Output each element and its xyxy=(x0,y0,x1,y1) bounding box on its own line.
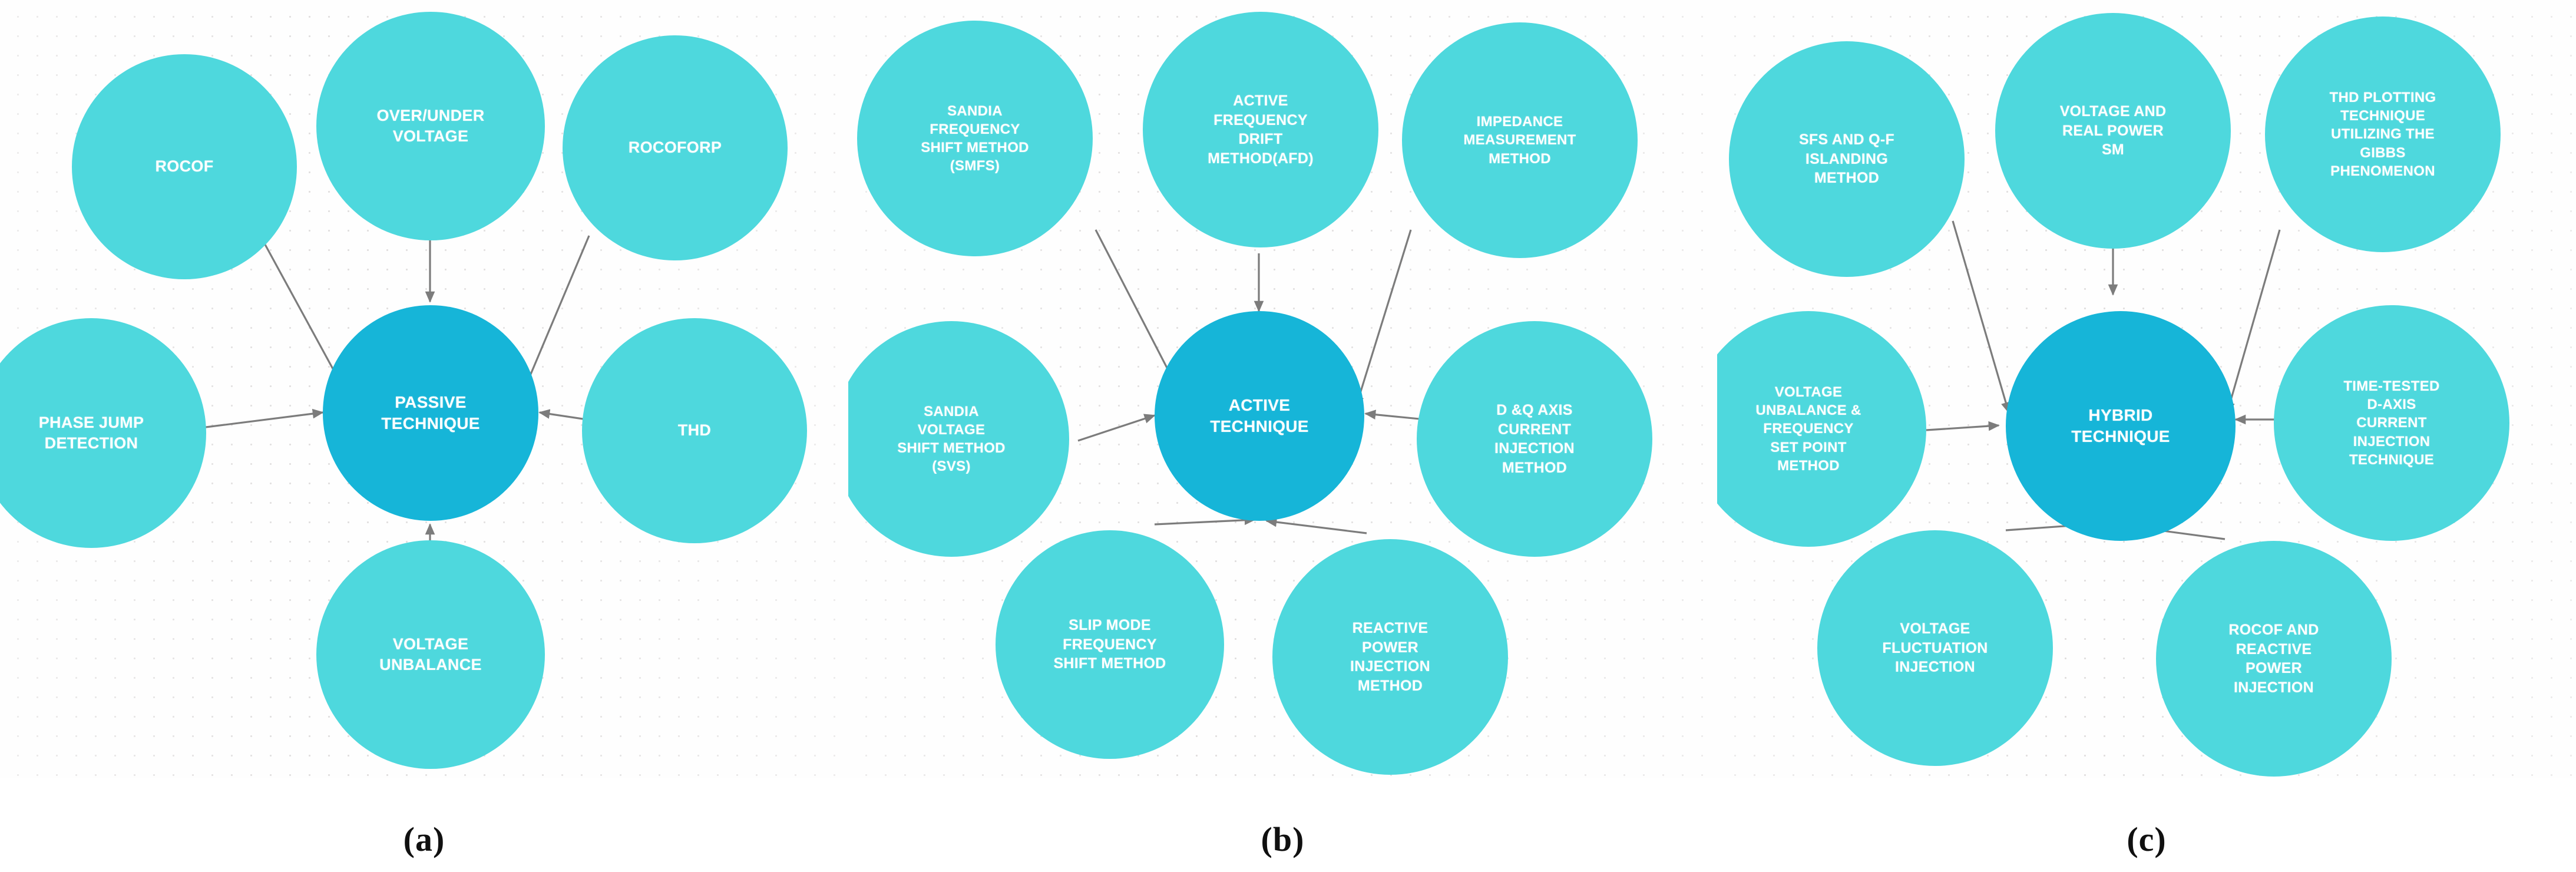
panel-a: ROCOF OVER/UNDER VOLTAGE ROCOFORP PHASE … xyxy=(0,0,848,872)
node-label: VOLTAGE FLUCTUATION INJECTION xyxy=(1882,620,1988,676)
node-thd[interactable]: THD xyxy=(582,318,807,543)
node-label: ROCOF AND REACTIVE POWER INJECTION xyxy=(2228,622,2319,696)
node-label: ROCOFORP xyxy=(628,138,722,157)
node-label: IMPEDANCE MEASUREMENT METHOD xyxy=(1463,114,1576,167)
panel-caption-a: (a) xyxy=(403,820,445,858)
node-thd-plotting-technique-gibbs[interactable]: THD PLOTTING TECHNIQUE UTILIZING THE GIB… xyxy=(2265,16,2501,252)
node-label: THD PLOTTING TECHNIQUE UTILIZING THE GIB… xyxy=(2329,90,2436,179)
node-label: D &Q AXIS CURRENT INJECTION METHOD xyxy=(1494,402,1575,476)
panel-caption-b: (b) xyxy=(1261,820,1305,858)
node-label: THD xyxy=(677,421,712,440)
node-label: VOLTAGE AND REAL POWER SM xyxy=(2059,103,2167,158)
edge-impedance-measurement xyxy=(1354,229,1412,408)
node-label: SANDIA VOLTAGE SHIFT METHOD (SVS) xyxy=(897,403,1006,475)
panel-c: SFS AND Q-F ISLANDING METHOD VOLTAGE AND… xyxy=(1717,0,2576,872)
node-impedance-measurement-method[interactable]: IMPEDANCE MEASUREMENT METHOD xyxy=(1402,22,1638,258)
center-node-label: ACTIVE TECHNIQUE xyxy=(1210,395,1309,435)
node-label: VOLTAGE UNBALANCE xyxy=(379,635,482,673)
node-label: ROCOF xyxy=(155,157,214,176)
node-voltage-unbalance[interactable]: VOLTAGE UNBALANCE xyxy=(316,540,545,769)
node-slip-mode-frequency-shift-method[interactable]: SLIP MODE FREQUENCY SHIFT METHOD xyxy=(996,530,1224,759)
node-label: SLIP MODE FREQUENCY SHIFT METHOD xyxy=(1053,617,1166,672)
node-rocof-and-reactive-power-injection[interactable]: ROCOF AND REACTIVE POWER INJECTION xyxy=(2156,541,2392,777)
node-sandia-frequency-shift-method[interactable]: SANDIA FREQUENCY SHIFT METHOD (SMFS) xyxy=(857,21,1093,256)
center-node-label: HYBRID TECHNIQUE xyxy=(2071,405,2170,445)
node-label: SFS AND Q-F ISLANDING METHOD xyxy=(1798,131,1895,187)
edge-thd-plotting-gibbs xyxy=(2225,229,2281,414)
center-node-label: PASSIVE TECHNIQUE xyxy=(381,392,480,432)
node-rocoforp[interactable]: ROCOFORP xyxy=(563,35,788,260)
node-sandia-voltage-shift-method[interactable]: SANDIA VOLTAGE SHIFT METHOD (SVS) xyxy=(848,321,1069,557)
node-voltage-unbalance-frequency-set-point-method[interactable]: VOLTAGE UNBALANCE & FREQUENCY SET POINT … xyxy=(1717,311,1926,547)
panel-b: SANDIA FREQUENCY SHIFT METHOD (SMFS) ACT… xyxy=(848,0,1717,872)
center-node-hybrid-technique[interactable]: HYBRID TECHNIQUE xyxy=(2006,311,2236,541)
node-label: TIME-TESTED D-AXIS CURRENT INJECTION TEC… xyxy=(2343,378,2440,468)
node-sfs-and-qf-islanding-method[interactable]: SFS AND Q-F ISLANDING METHOD xyxy=(1729,41,1965,277)
node-voltage-fluctuation-injection[interactable]: VOLTAGE FLUCTUATION INJECTION xyxy=(1817,530,2053,766)
center-node-active-technique[interactable]: ACTIVE TECHNIQUE xyxy=(1155,311,1364,521)
edge-sfs-qf-islandig xyxy=(1952,220,2011,414)
node-dq-axis-current-injection-method[interactable]: D &Q AXIS CURRENT INJECTION METHOD xyxy=(1417,321,1652,557)
edge-slip-mode-frequency-shift xyxy=(1154,515,1256,526)
node-voltage-and-real-power-sm[interactable]: VOLTAGE AND REAL POWER SM xyxy=(1995,13,2231,249)
node-label: OVER/UNDER VOLTAGE xyxy=(376,106,485,145)
node-label: SANDIA FREQUENCY SHIFT METHOD (SMFS) xyxy=(921,103,1029,174)
node-label: ACTIVE FREQUENCY DRIFT METHOD(AFD) xyxy=(1208,93,1314,167)
edge-sandia-voltage-shift xyxy=(1077,414,1156,442)
node-rocof[interactable]: ROCOF xyxy=(72,54,297,279)
node-label: REACTIVE POWER INJECTION METHOD xyxy=(1350,620,1431,694)
node-time-tested-d-axis-current-injection-technique[interactable]: TIME-TESTED D-AXIS CURRENT INJECTION TEC… xyxy=(2274,305,2509,541)
panel-caption-c: (c) xyxy=(2127,820,2167,858)
node-reactive-power-injection-method[interactable]: REACTIVE POWER INJECTION METHOD xyxy=(1272,539,1508,775)
node-label: PHASE JUMP DETECTION xyxy=(38,413,144,452)
node-label: VOLTAGE UNBALANCE & FREQUENCY SET POINT … xyxy=(1755,384,1861,474)
center-node-passive-technique[interactable]: PASSIVE TECHNIQUE xyxy=(323,305,538,521)
node-over-under-voltage[interactable]: OVER/UNDER VOLTAGE xyxy=(316,12,545,240)
edge-voltage-unbalance-frequency-set-point xyxy=(1926,421,2000,431)
node-active-frequency-drift-method[interactable]: ACTIVE FREQUENCY DRIFT METHOD(AFD) xyxy=(1143,12,1378,247)
node-phase-jump-detection[interactable]: PHASE JUMP DETECTION xyxy=(0,318,206,548)
edge-reactive-power-injection xyxy=(1265,517,1367,534)
edge-rocoforp xyxy=(518,235,590,402)
